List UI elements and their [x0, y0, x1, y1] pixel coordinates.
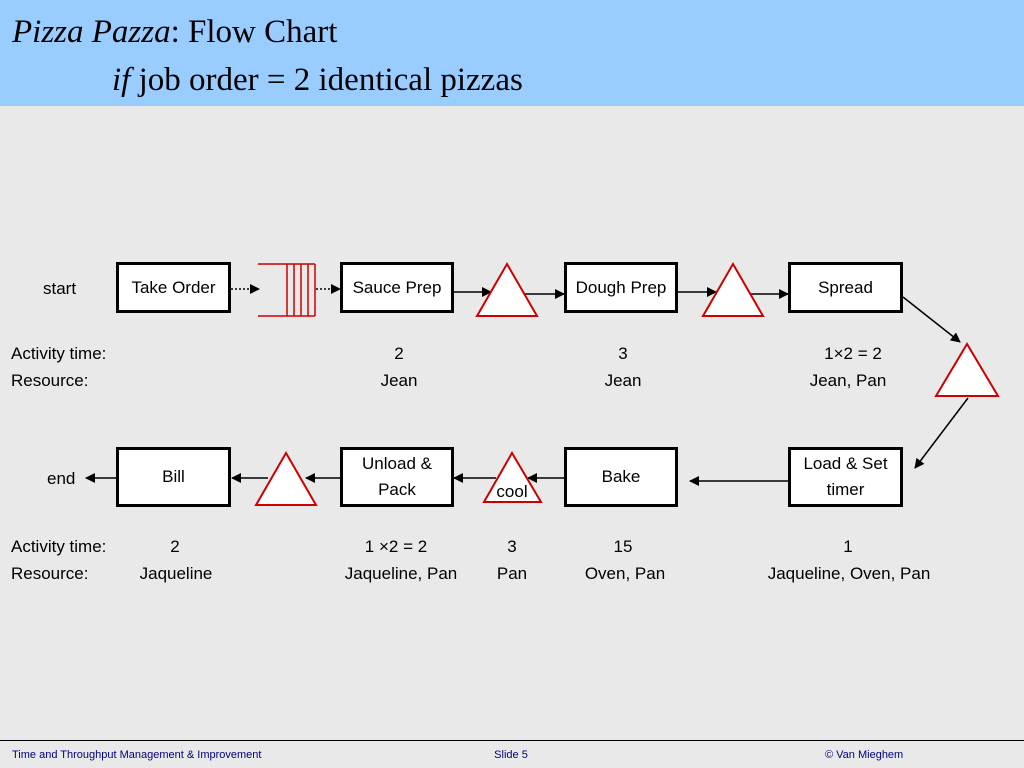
- bill-time: 2: [170, 537, 180, 556]
- sauce-prep-time: 2: [394, 344, 404, 363]
- buffer-triangle-icon: [701, 261, 765, 317]
- footer-divider: [0, 740, 1024, 741]
- sauce-prep-resource: Jean: [380, 371, 418, 390]
- take-order-box: Take Order: [116, 262, 231, 313]
- cool-time: 3: [507, 537, 517, 556]
- unload-pack-resource: Jaqueline, Pan: [344, 564, 458, 583]
- spread-label: Spread: [818, 277, 873, 297]
- title-bar: Pizza Pazza: Flow Chart if job order = 2…: [0, 0, 1024, 106]
- title-rest: : Flow Chart: [170, 14, 338, 50]
- row2-activity-time-label: Activity time:: [11, 537, 107, 556]
- bake-time: 15: [613, 537, 633, 556]
- spread-resource: Jean, Pan: [809, 371, 887, 390]
- spread-box: Spread: [788, 262, 903, 313]
- subtitle-italic: if: [112, 62, 131, 98]
- slide-subtitle: if job order = 2 identical pizzas: [112, 62, 523, 99]
- bill-label: Bill: [162, 467, 185, 486]
- unload-pack-label-line2: Pack: [378, 480, 416, 499]
- dough-prep-time: 3: [618, 344, 628, 363]
- order-queue-icon: [258, 263, 316, 317]
- dough-prep-resource: Jean: [604, 371, 642, 390]
- footer-slide-number: Slide 5: [494, 749, 528, 761]
- bake-box: Bake: [564, 447, 678, 507]
- footer-copyright: © Van Mieghem: [825, 749, 904, 761]
- row2-resource-label: Resource:: [11, 564, 89, 583]
- bill-box: Bill: [116, 447, 231, 507]
- flow-connectors: [85, 261, 1000, 506]
- load-set-label-line2: timer: [826, 480, 865, 499]
- buffer-triangle-icon: [934, 342, 1000, 397]
- buffer-triangle-icon: [475, 261, 539, 317]
- cool-resource: Pan: [496, 564, 528, 583]
- dough-prep-label: Dough Prep: [575, 277, 667, 297]
- footer-course: Time and Throughput Management & Improve…: [12, 749, 262, 761]
- load-set-label-line1: Load & Set: [803, 454, 888, 473]
- bake-label: Bake: [601, 467, 641, 486]
- slide-title: Pizza Pazza: Flow Chart: [12, 14, 337, 51]
- row1-activity-time-label: Activity time:: [11, 344, 107, 363]
- buffer-triangle-icon: [254, 450, 318, 506]
- unload-pack-box: Unload & Pack: [340, 447, 454, 507]
- load-set-resource: Jaqueline, Oven, Pan: [767, 564, 931, 583]
- bill-resource: Jaqueline: [139, 564, 213, 583]
- title-italic: Pizza Pazza: [12, 14, 171, 50]
- cool-triangle-icon: [482, 451, 543, 503]
- load-set-time: 1: [843, 537, 853, 556]
- row1-resource-label: Resource:: [11, 371, 89, 390]
- unload-pack-label-line1: Unload &: [362, 454, 432, 473]
- cool-label: cool: [496, 482, 528, 501]
- end-label: end: [47, 469, 76, 488]
- start-label: start: [43, 279, 77, 298]
- unload-pack-time: 1 ×2 = 2: [364, 537, 428, 556]
- spread-time: 1×2 = 2: [824, 344, 882, 363]
- arrow-buffer-to-load: [914, 397, 969, 469]
- load-set-timer-box: Load & Set timer: [788, 447, 903, 507]
- sauce-prep-label: Sauce Prep: [352, 277, 442, 297]
- dough-prep-box: Dough Prep: [564, 262, 678, 313]
- arrow-spread-to-buffer: [902, 296, 961, 343]
- take-order-label: Take Order: [131, 277, 216, 297]
- subtitle-rest: job order = 2 identical pizzas: [130, 62, 523, 98]
- bake-resource: Oven, Pan: [584, 564, 666, 583]
- sauce-prep-box: Sauce Prep: [340, 262, 454, 313]
